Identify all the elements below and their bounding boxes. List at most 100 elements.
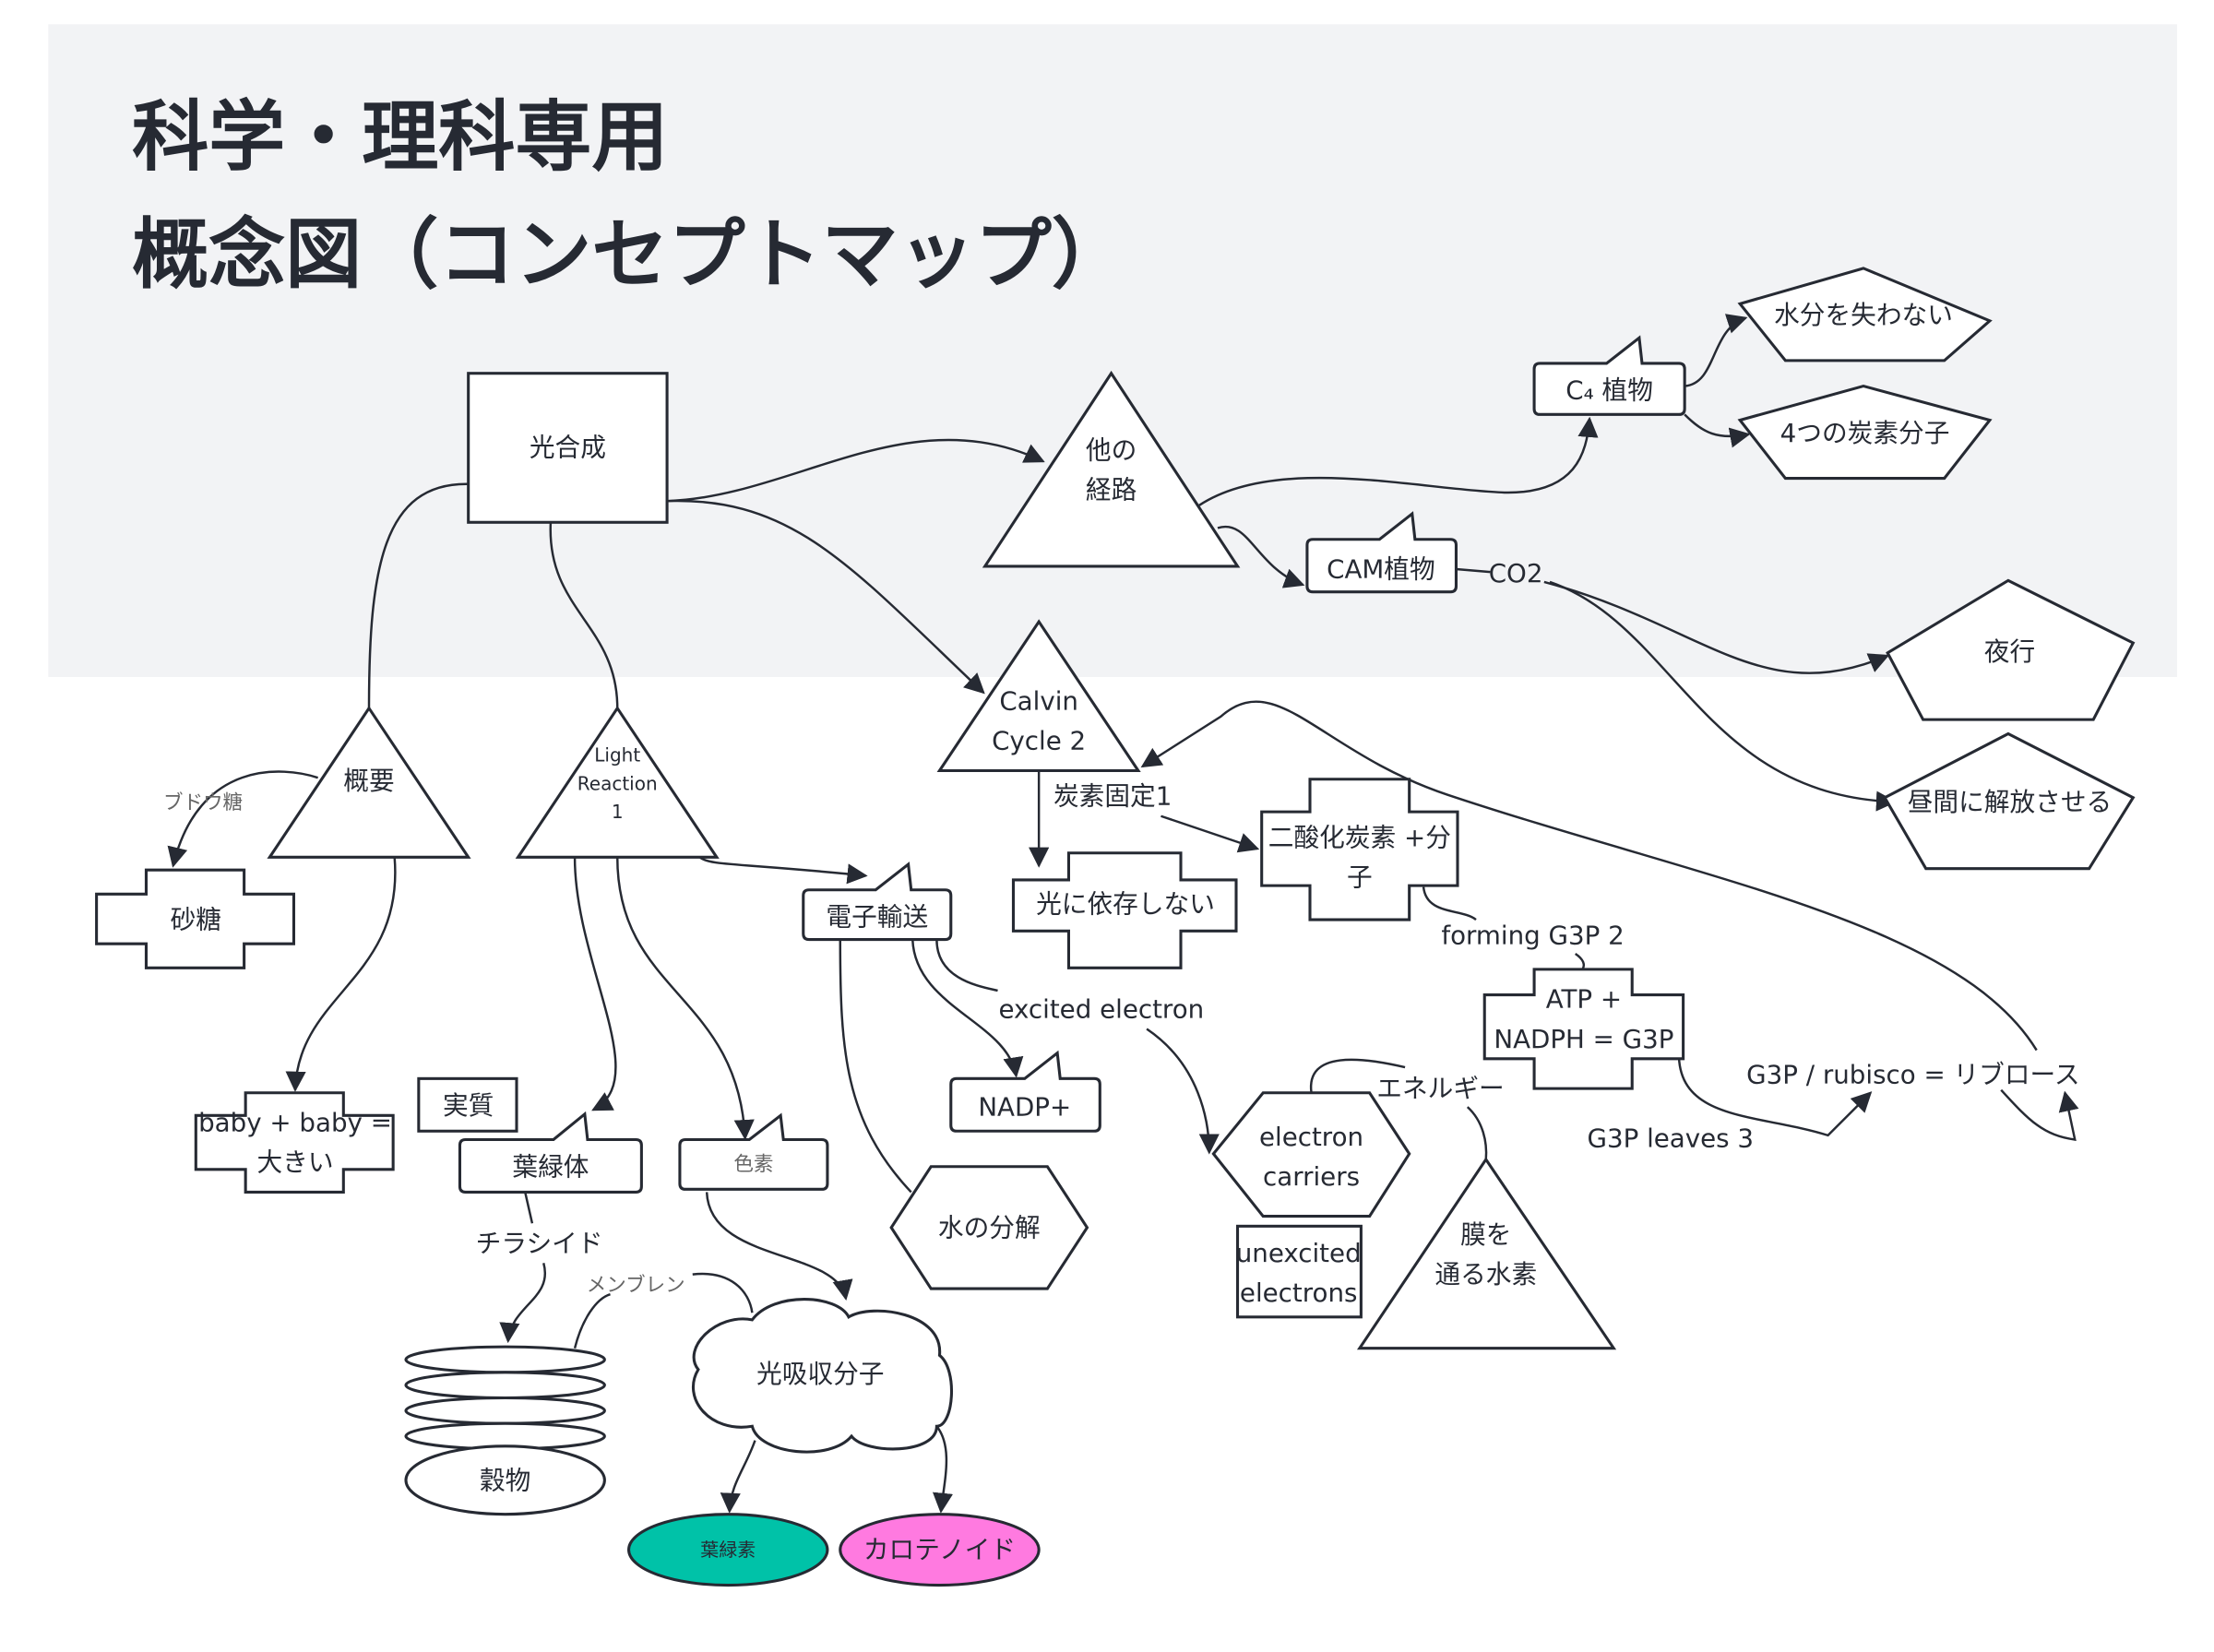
- node-label: CAM植物: [1327, 554, 1435, 585]
- node-label: 子: [1347, 862, 1373, 892]
- node-label: Reaction: [577, 772, 658, 794]
- node-label: 昼間に解放させる: [1908, 787, 2113, 817]
- edge-excited-carriers: [1146, 1028, 1220, 1155]
- node-pigment[interactable]: 色素: [678, 1112, 829, 1191]
- edge-label-excited-electron: excited electron: [998, 994, 1204, 1025]
- node-label: 大きい: [256, 1147, 333, 1178]
- node-label: 砂糖: [171, 905, 221, 935]
- edge-cloud-carotenoid: [932, 1425, 954, 1514]
- edge-forming-atp: [1574, 952, 1586, 970]
- edge-photosynthesis-overview: [367, 482, 469, 708]
- node-baby[interactable]: baby + baby = 大きい: [194, 1091, 395, 1194]
- node-co2-molecule[interactable]: 二酸化炭素 +分 子: [1260, 778, 1459, 921]
- edge-fixation-co2: [1161, 814, 1260, 853]
- node-label: Calvin: [999, 686, 1078, 717]
- node-calvin-cycle[interactable]: Calvin Cycle 2: [936, 619, 1141, 773]
- node-label: ATP +: [1546, 984, 1622, 1015]
- edge-label-g3p-rubisco: G3P / rubisco = リブロース: [1746, 1059, 2079, 1089]
- edge-c4-carbon: [1684, 413, 1751, 448]
- edge-rubisco-calvin: [1140, 700, 2038, 1052]
- node-hydrogen-membrane[interactable]: 膜を 通る水素: [1356, 1157, 1617, 1350]
- node-label: 色素: [733, 1153, 773, 1176]
- edge-atp-leaves: [1677, 1057, 1873, 1137]
- edge-label-thylakoid: チラシイド: [476, 1228, 603, 1258]
- edge-thylakoid-grain: [499, 1263, 547, 1344]
- edge-label-co2: CO2: [1489, 558, 1543, 588]
- node-label: 光吸収分子: [756, 1359, 884, 1389]
- node-label: 穀物: [480, 1465, 530, 1495]
- node-label: 経路: [1086, 474, 1137, 505]
- node-label: 光に依存しない: [1036, 889, 1215, 920]
- node-label: 通る水素: [1434, 1259, 1537, 1290]
- node-label: 夜行: [1984, 636, 2035, 667]
- edge-transport-nadp: [911, 939, 1024, 1078]
- node-label: 電子輸送: [826, 902, 928, 933]
- edge-label-membrane: メンブレン: [587, 1274, 685, 1297]
- edge-light-chloroplast: [573, 857, 617, 1111]
- edges: [167, 314, 2079, 1514]
- node-label: 光合成: [530, 432, 606, 462]
- edge-co2-nocturnal: [1543, 580, 1890, 674]
- node-label: electrons: [1240, 1278, 1358, 1308]
- node-electron-carriers[interactable]: electron carriers: [1211, 1091, 1411, 1218]
- edge-rubisco-end: [2000, 1088, 2079, 1141]
- node-unexcited-electrons[interactable]: unexcited electrons: [1236, 1224, 1363, 1319]
- node-chlorophyll[interactable]: 葉緑素: [627, 1513, 829, 1587]
- node-light-reaction[interactable]: Light Reaction 1: [515, 706, 720, 859]
- edge-other-cam: [1217, 525, 1305, 588]
- node-nocturnal[interactable]: 夜行: [1886, 578, 2136, 721]
- node-carotenoid[interactable]: カロテノイド: [839, 1513, 1041, 1587]
- edge-transport-water: [839, 939, 912, 1194]
- edge-photosynthesis-other: [667, 438, 1045, 503]
- edge-photosynthesis-calvin: [667, 499, 985, 695]
- node-label: 膜を: [1460, 1219, 1511, 1250]
- node-other-pathways[interactable]: 他の 経路: [982, 370, 1241, 568]
- edge-membrane-cloud: [692, 1272, 754, 1313]
- node-electron-transport[interactable]: 電子輸送: [802, 862, 953, 942]
- node-sugar[interactable]: 砂糖: [95, 868, 295, 969]
- edge-label-forming-g3p: forming G3P 2: [1441, 921, 1624, 951]
- node-water-split[interactable]: 水の分解: [889, 1165, 1089, 1290]
- node-overview[interactable]: 概要: [267, 706, 471, 859]
- node-cam-plants[interactable]: CAM植物: [1305, 511, 1458, 594]
- edge-label-glucose: ブドウ糖: [163, 791, 243, 814]
- title-line-2: 概念図（コンセプトマップ）: [132, 210, 1128, 300]
- node-no-water-loss[interactable]: 水分を失わない: [1737, 267, 1993, 362]
- edge-label-carbon-fixation: 炭素固定1: [1053, 781, 1172, 812]
- edge-cam-co2: [1456, 567, 1491, 574]
- node-chloroplast[interactable]: 葉緑体: [458, 1111, 643, 1194]
- node-label: 1: [612, 801, 624, 823]
- edge-c4-water: [1684, 314, 1748, 387]
- node-c4-plants[interactable]: C₄ 植物: [1532, 335, 1686, 416]
- node-four-carbon[interactable]: 4つの炭素分子: [1737, 384, 1993, 481]
- edge-cloud-chlorophyll: [720, 1440, 756, 1514]
- node-label: 水の分解: [938, 1212, 1041, 1242]
- node-label: 水分を失わない: [1774, 300, 1953, 330]
- node-light-absorbing[interactable]: 光吸収分子: [692, 1298, 954, 1454]
- node-label: unexcited: [1236, 1238, 1362, 1268]
- node-light-independent[interactable]: 光に依存しない: [1011, 851, 1238, 969]
- node-label: 他の: [1086, 434, 1137, 465]
- node-nadp[interactable]: NADP+: [949, 1050, 1101, 1133]
- node-substance[interactable]: 実質: [417, 1076, 518, 1133]
- edge-transport-excited: [935, 939, 998, 992]
- node-label: 二酸化炭素 +分: [1268, 822, 1451, 852]
- node-photosynthesis[interactable]: 光合成: [467, 372, 669, 524]
- edge-other-c4: [1198, 416, 1599, 506]
- edge-pigment-cloud: [705, 1192, 853, 1301]
- node-release-daytime[interactable]: 昼間に解放させる: [1882, 731, 2136, 871]
- node-atp-nadph[interactable]: ATP + NADPH = G3P: [1482, 968, 1685, 1090]
- edge-grain-membrane: [573, 1293, 611, 1349]
- title-line-1: 科学・理科専用: [132, 92, 668, 182]
- edge-photosynthesis-light: [549, 522, 619, 708]
- node-label: C₄ 植物: [1565, 375, 1653, 406]
- edge-overview-sugar: [167, 770, 319, 868]
- edge-light-pigment: [616, 857, 755, 1141]
- edge-carriers-energy: [1310, 1058, 1406, 1093]
- node-label: NADP+: [978, 1092, 1071, 1123]
- node-label: 葉緑体: [512, 1151, 589, 1182]
- node-grain[interactable]: 穀物: [404, 1345, 606, 1516]
- node-label: 4つの炭素分子: [1780, 418, 1950, 448]
- node-label: カロテノイド: [863, 1535, 1016, 1565]
